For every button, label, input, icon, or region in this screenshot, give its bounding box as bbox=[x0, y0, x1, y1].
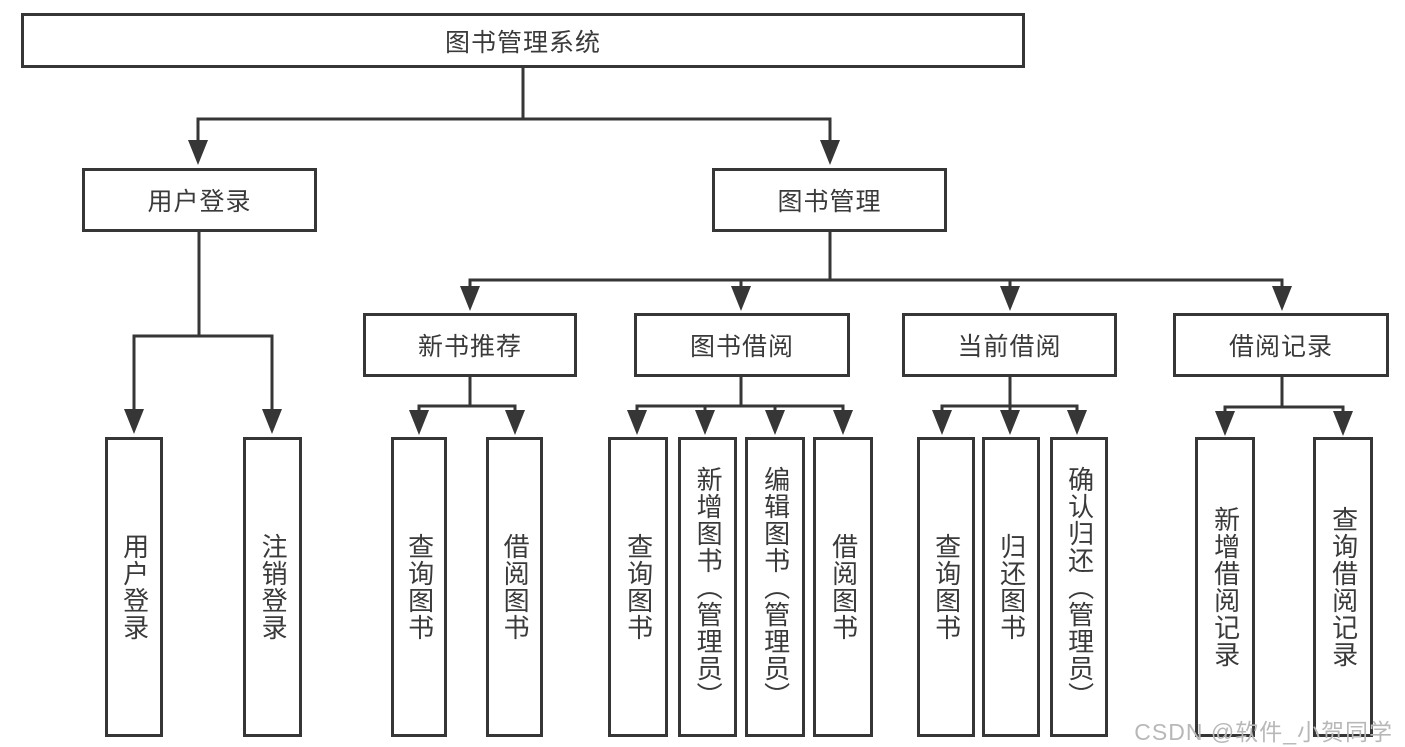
leaf-borrow-books: 借阅图书 bbox=[813, 437, 873, 737]
leaf-edit-books-admin: 编辑图书（管理员） bbox=[745, 437, 805, 737]
node-book-management: 图书管理 bbox=[712, 168, 947, 232]
node-label: 新增图书（管理员） bbox=[693, 465, 724, 709]
node-label: 编辑图书（管理员） bbox=[760, 465, 791, 709]
node-label: 借阅图书 bbox=[828, 533, 859, 641]
node-label: 查询借阅记录 bbox=[1328, 506, 1359, 668]
node-label: 当前借阅 bbox=[957, 333, 1062, 361]
leaf-return-books: 归还图书 bbox=[982, 437, 1040, 737]
leaf-confirm-return-admin: 确认归还（管理员） bbox=[1050, 437, 1108, 737]
csdn-watermark: CSDN @软件_小贺同学 bbox=[1134, 719, 1393, 745]
node-label: 新书推荐 bbox=[417, 333, 522, 361]
node-label: 图书管理 bbox=[777, 188, 882, 216]
node-label: 借阅图书 bbox=[500, 533, 531, 641]
leaf-borrow-books-recommend: 借阅图书 bbox=[486, 437, 543, 737]
node-current-borrowing: 当前借阅 bbox=[902, 313, 1117, 377]
node-label: 图书借阅 bbox=[689, 333, 794, 361]
node-label: 查询图书 bbox=[623, 533, 654, 641]
node-label: 查询图书 bbox=[931, 533, 962, 641]
node-label: 确认归还（管理员） bbox=[1064, 465, 1095, 709]
node-borrowing-records: 借阅记录 bbox=[1173, 313, 1389, 377]
node-library-management-system: 图书管理系统 bbox=[21, 13, 1025, 68]
leaf-query-books-recommend: 查询图书 bbox=[391, 437, 447, 737]
node-book-borrowing: 图书借阅 bbox=[634, 313, 850, 377]
leaf-add-books-admin: 新增图书（管理员） bbox=[678, 437, 737, 737]
leaf-query-books-borrowing: 查询图书 bbox=[608, 437, 668, 737]
leaf-query-borrow-record: 查询借阅记录 bbox=[1313, 437, 1373, 737]
leaf-query-books-current: 查询图书 bbox=[917, 437, 975, 737]
leaf-add-borrow-record: 新增借阅记录 bbox=[1195, 437, 1255, 737]
node-new-book-recommend: 新书推荐 bbox=[363, 313, 577, 377]
node-label: 查询图书 bbox=[404, 533, 435, 641]
node-label: 借阅记录 bbox=[1228, 333, 1333, 361]
node-user-login: 用户登录 bbox=[82, 168, 317, 232]
arrowhead-icons bbox=[124, 140, 1353, 436]
leaf-user-login: 用户登录 bbox=[105, 437, 163, 737]
node-label: 归还图书 bbox=[996, 533, 1027, 641]
node-label: 新增借阅记录 bbox=[1210, 506, 1241, 668]
node-label: 用户登录 bbox=[147, 188, 252, 216]
node-label: 图书管理系统 bbox=[444, 28, 601, 57]
leaf-logout: 注销登录 bbox=[243, 437, 302, 737]
node-label: 用户登录 bbox=[119, 533, 150, 641]
node-label: 注销登录 bbox=[258, 533, 289, 641]
